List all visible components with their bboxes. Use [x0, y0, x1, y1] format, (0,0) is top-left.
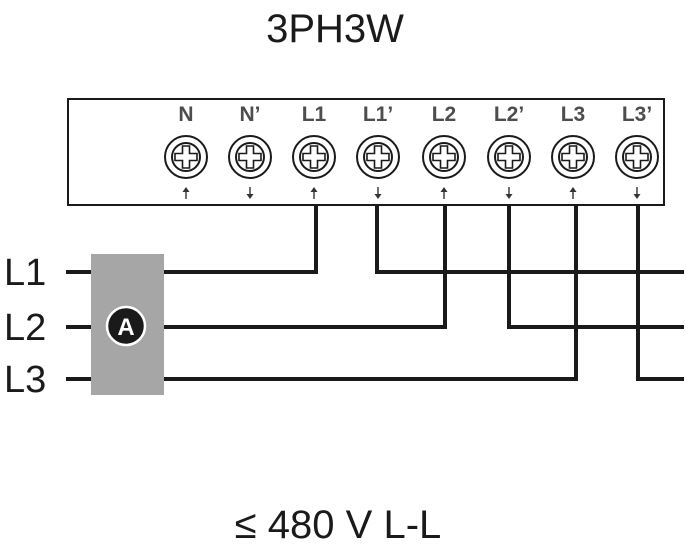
wire-l1-prime-output: [375, 205, 684, 274]
screw-terminal-l3-icon: [551, 135, 595, 179]
diagram-title: 3PH3W: [266, 7, 404, 51]
wire-l2-prime-output: [507, 205, 684, 329]
arrow-up-icon-l3: [569, 187, 577, 199]
arrow-down-icon-l2-prime: [505, 187, 513, 199]
arrow-up-icon-l2: [440, 187, 448, 199]
line-label-l3: L3: [4, 359, 46, 401]
terminal-label-l2: L2: [432, 103, 457, 126]
terminal-label-n-prime: N’: [240, 103, 261, 126]
screw-terminal-n-icon: [164, 135, 208, 179]
ammeter-icon: [105, 305, 147, 347]
voltage-rating: ≤ 480 V L-L: [235, 503, 442, 547]
screw-terminal-n-prime-icon: [228, 135, 272, 179]
terminal-label-l3-prime: L3’: [622, 103, 652, 126]
screw-terminal-l2-icon: [422, 135, 466, 179]
arrow-down-icon-n-prime: [246, 187, 254, 199]
terminal-label-l3: L3: [561, 103, 586, 126]
line-label-l2: L2: [4, 307, 46, 349]
wire-l3-prime-output: [636, 205, 684, 381]
arrow-up-icon-n: [182, 187, 190, 199]
terminal-block: N N’ L1 L1’ L2 L2’ L3 L3’: [67, 98, 665, 206]
arrow-up-icon-l1: [310, 187, 318, 199]
screw-terminal-l1-prime-icon: [356, 135, 400, 179]
terminal-label-n: N: [178, 103, 193, 126]
arrow-down-icon-l1-prime: [374, 187, 382, 199]
terminal-label-l1: L1: [302, 103, 327, 126]
wire-l2-to-terminal-l2: [164, 205, 447, 329]
current-transformer: A: [91, 254, 164, 395]
ammeter-label: A: [117, 314, 134, 341]
screw-terminal-l1-icon: [292, 135, 336, 179]
line-label-l1: L1: [4, 252, 46, 294]
terminal-label-l2-prime: L2’: [494, 103, 524, 126]
screw-terminal-l2-prime-icon: [487, 135, 531, 179]
screw-terminal-l3-prime-icon: [615, 135, 659, 179]
wire-l3-to-terminal-l3: [164, 205, 578, 381]
arrow-down-icon-l3-prime: [633, 187, 641, 199]
wire-l1-to-terminal-l1: [164, 205, 318, 274]
terminal-label-l1-prime: L1’: [363, 103, 393, 126]
